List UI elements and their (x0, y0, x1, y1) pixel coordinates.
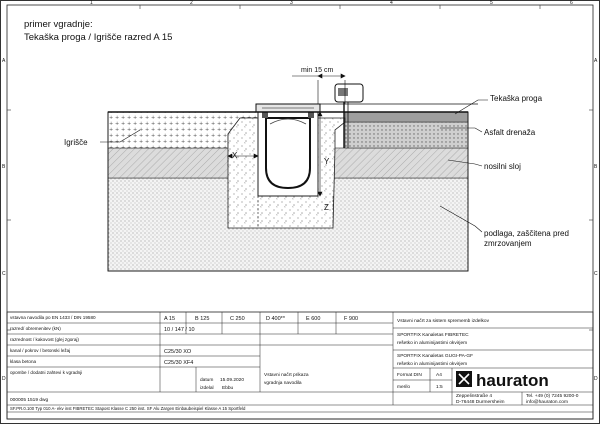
left-row-label: razred/ obremenitev (kN) (10, 326, 61, 331)
value-cell: C25/30 XF4 (164, 360, 193, 366)
col-mark: 4 (390, 0, 393, 6)
callout-asphalt: Asfalt drenaža (484, 128, 536, 137)
kerb-anchor (320, 83, 478, 148)
mid-title-1: Vstavni načrt prikaza (264, 372, 309, 378)
row-mark: B (2, 164, 6, 170)
track-surface (344, 111, 469, 123)
frame-row-marks: A B C D A B C D (2, 58, 598, 382)
left-row-label: opombe / dodatni zahtevi k vgradnji (10, 370, 82, 375)
product-2-detail: rešetko in aluminijastimi okvirjem (397, 361, 467, 367)
footer-code: SF.PR.0.100 Typ 010 A- ekv inst FIBRETEC… (10, 406, 246, 411)
dimension-z-label: Z (324, 203, 329, 212)
callout-base: nosilni sloj (484, 162, 521, 171)
col-mark: 3 (290, 0, 293, 6)
product-2-name: SPORTFIX Kanaletas GUGI-PA-GF (397, 353, 473, 359)
product-1-detail: rešetko in aluminijastimi okvirjem (397, 340, 467, 346)
value-cell: 10 / 147 / 10 (164, 327, 195, 333)
asphalt-layer (344, 121, 469, 149)
brand-name: hauraton (476, 371, 549, 390)
date-label: datum (200, 377, 213, 383)
row-mark: A (2, 58, 6, 64)
title-block (6, 311, 594, 420)
format-value: A4 (436, 372, 442, 378)
callout-subsoil-2: zmrzovanjem (484, 239, 532, 248)
dimension-x-label: X (232, 151, 238, 160)
norm-row-label: vstavna navodila po EN 1433 / DIN 19580 (10, 315, 96, 320)
address-line-2: D-76448 Durmersheim (456, 399, 505, 405)
class-cell: E 600 (306, 316, 320, 322)
col-mark: 2 (190, 0, 193, 6)
callout-subsoil-1: podlaga, zaščitena pred (484, 229, 569, 238)
dimension-lines (227, 73, 346, 228)
class-cell: A 15 (164, 316, 175, 322)
callout-track: Tekaška proga (490, 94, 543, 103)
row-mark: A (594, 58, 598, 64)
date-value: 15.09.2020 (220, 377, 244, 383)
col-mark: 6 (570, 0, 573, 6)
row-mark: D (2, 376, 6, 382)
drawn-value: Ebbu (222, 385, 234, 391)
dimension-width-label: min 15 cm (301, 67, 333, 74)
scale-label: merilo (397, 384, 410, 390)
left-row-label: razrednost / kakovost (glej zgoraj) (10, 337, 79, 342)
left-row-label: kanal / pokrov / betonski ležaj (10, 348, 70, 353)
frame-column-marks: 1 2 3 4 5 6 (90, 0, 573, 6)
product-intro: Vstavni načrt za sistem sprememb izdelko… (397, 318, 490, 324)
class-cell: B 125 (195, 316, 209, 322)
class-cell: F 900 (344, 316, 358, 322)
document-number: 000005 1519 dwg (10, 397, 48, 403)
row-mark: C (2, 271, 6, 277)
dimension-y-label: Y (324, 157, 330, 166)
contact-line-2: info@hauraton.com (526, 399, 568, 405)
value-cell: C25/30 XO (164, 349, 192, 355)
callout-field: Igrišče (64, 138, 88, 147)
header-line-1: primer vgradnje: (24, 19, 93, 30)
product-1-name: SPORTFIX Kanaletas FIBRETEC (397, 332, 469, 338)
format-label: Format DIN (397, 372, 422, 378)
address-line-1: Zeppelinstraße 4 (456, 393, 492, 399)
header-line-2: Tekaška proga / Igrišče razred A 15 (24, 32, 172, 43)
mid-title-2: vgradnja navodila (264, 380, 302, 386)
drainage-channel (255, 103, 321, 197)
left-row-label: klasa betona (10, 359, 36, 364)
scale-value: 1:5 (436, 384, 443, 390)
hauraton-logo: hauraton (456, 371, 549, 390)
row-mark: D (594, 376, 598, 382)
row-mark: B (594, 164, 598, 170)
class-cell: C 250 (230, 316, 245, 322)
callout-leaders (100, 99, 488, 233)
contact-line-1: Tel. +49 (0) 7245 9200-0 (526, 393, 579, 399)
col-mark: 5 (490, 0, 493, 6)
col-mark: 1 (90, 0, 93, 6)
class-cell: D 400** (266, 316, 286, 322)
cross-section (107, 83, 478, 272)
drawn-label: izdelal (200, 385, 214, 391)
row-mark: C (594, 271, 598, 277)
